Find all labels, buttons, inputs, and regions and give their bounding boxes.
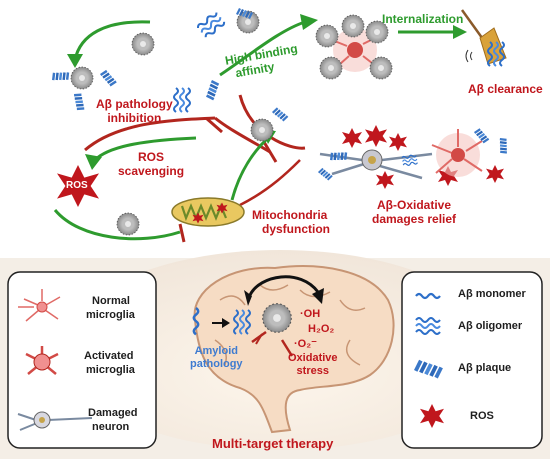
legend-ab-oligomer: Aβ oligomer (458, 320, 523, 332)
legend-ros: ROS (470, 410, 494, 422)
legend-damaged-neuron: Damaged neuron (88, 407, 138, 433)
label-hydrogen-peroxide: H₂O₂ (308, 323, 335, 335)
label-hydroxyl-radical: ·OH (300, 308, 321, 320)
label-oxidative-stress: Oxidative stress (288, 352, 338, 377)
legend-ab-monomer: Aβ monomer (458, 288, 526, 300)
legend-activated-microglia: Activated microglia (84, 350, 135, 376)
label-ab-pathology-inhibition: Aβ pathology inhibition (96, 97, 173, 125)
ros-star-label: ROS (66, 180, 88, 191)
legend-normal-microglia: Normal microglia (86, 295, 135, 321)
label-oxidative-damages-relief: Aβ-Oxidative damages relief (372, 198, 457, 226)
label-mitochondria-dysfunction: Mitochondria dysfunction (252, 208, 330, 236)
label-superoxide: ·O₂⁻ (294, 338, 317, 350)
label-ros-scavenging: ROS scavenging (118, 150, 185, 178)
label-amyloid-pathology: Amyloid pathology (190, 345, 243, 370)
label-ab-clearance: Aβ clearance (468, 82, 543, 96)
label-multi-target-therapy: Multi-target therapy (212, 436, 334, 451)
label-internalization: Internalization (382, 12, 464, 26)
legend-ab-plaque: Aβ plaque (458, 362, 512, 374)
